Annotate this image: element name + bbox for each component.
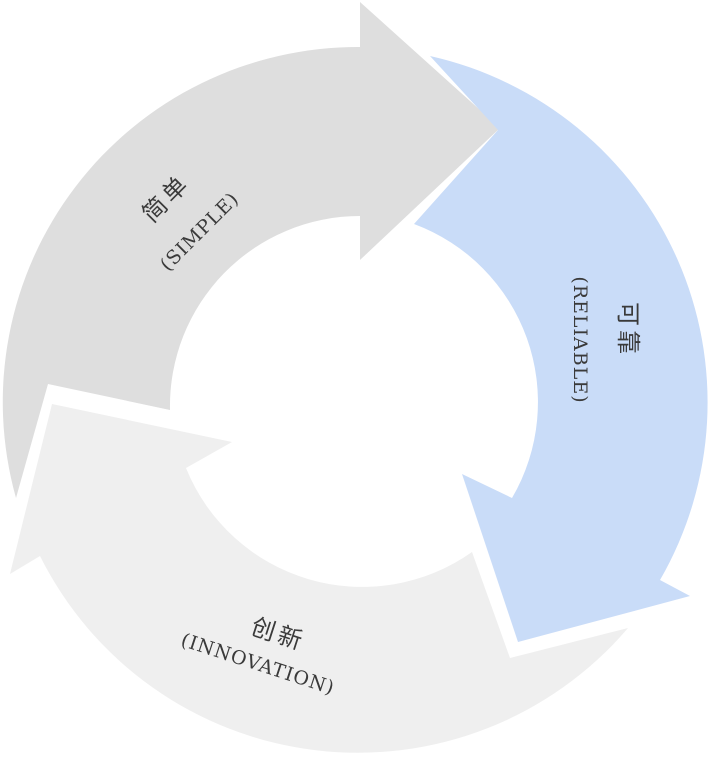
arrow-simple: [2, 2, 501, 498]
segment-simple: 简单 (SIMPLE): [2, 2, 501, 498]
arrow-innovation: [10, 404, 628, 753]
segment-reliable: 可靠 (RELIABLE): [414, 56, 708, 642]
segment-innovation: 创新 (INNOVATION): [10, 404, 628, 753]
label-reliable-cn: 可靠: [614, 302, 642, 358]
arrow-reliable: [414, 56, 708, 642]
label-reliable-en: (RELIABLE): [569, 276, 591, 403]
